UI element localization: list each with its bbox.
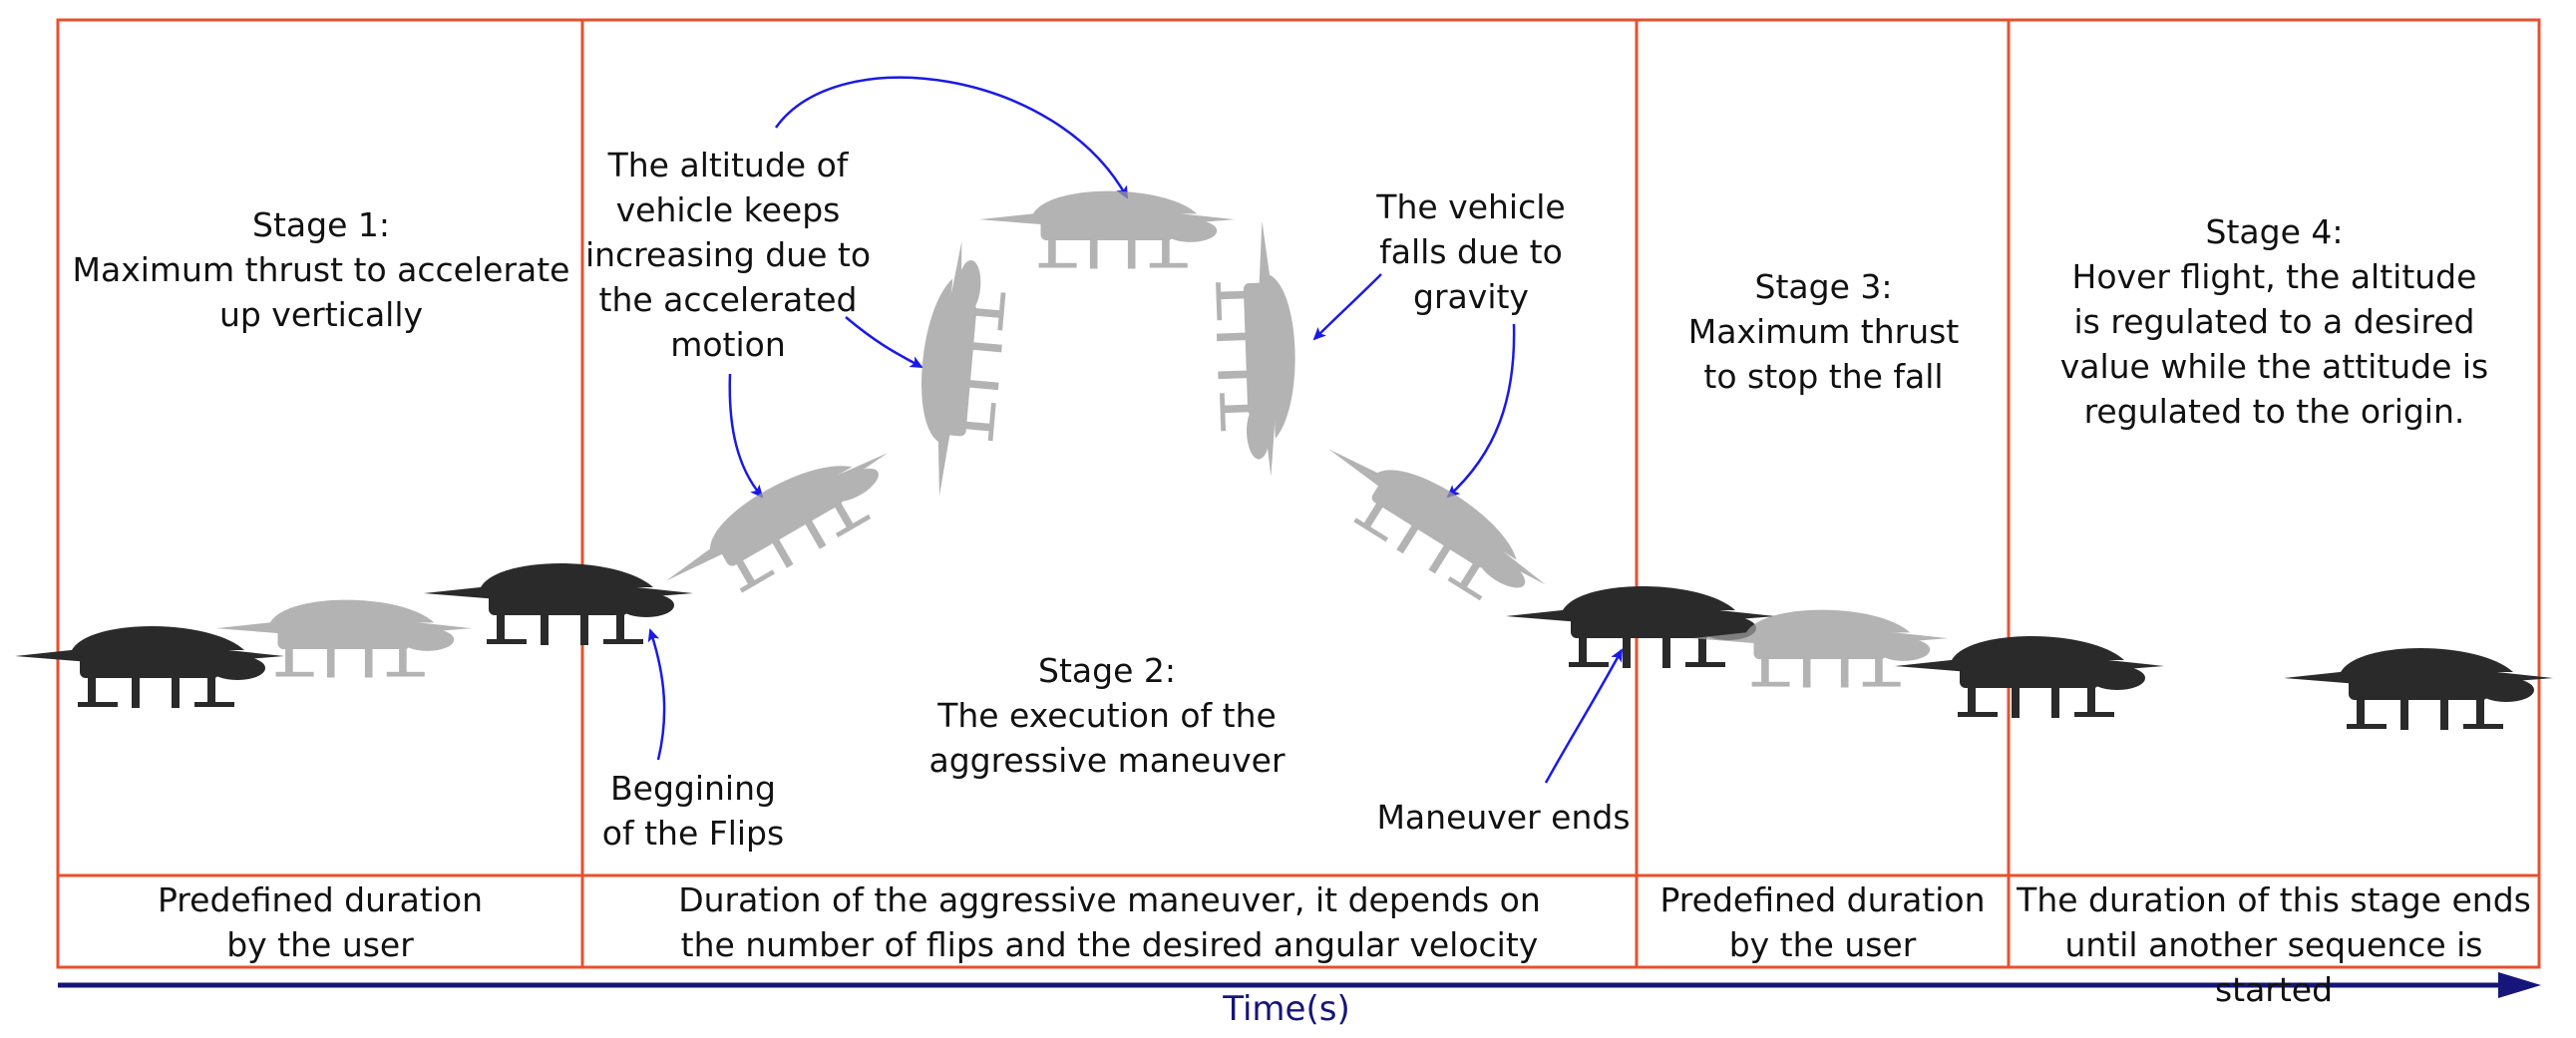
stage-grid (56, 18, 2541, 969)
arrow-icon (1312, 273, 1382, 341)
annotation-beginning-of-flips: Beggining of the Flips (601, 769, 785, 853)
annotation-maneuver-ends: Maneuver ends (1376, 798, 1631, 837)
drone-icon (1216, 220, 1295, 478)
annotation-altitude: The altitude of vehicle keeps increasing… (584, 146, 872, 364)
drone-icon (424, 563, 693, 645)
arrow-icon (647, 628, 666, 761)
time-axis (58, 972, 2541, 998)
drone-icon (215, 599, 473, 678)
drone-icon (978, 190, 1236, 269)
drone-icon (15, 626, 284, 708)
drone-icon (2284, 648, 2553, 730)
annotation-falls: The vehicle falls due to gravity (1376, 187, 1566, 316)
arrow-icon (728, 373, 764, 499)
arrow-icon (845, 316, 923, 369)
stage-4-description: Stage 4: Hover flight, the altitude is r… (2059, 212, 2489, 431)
duration-stage-4: The duration of this stage ends until an… (2017, 880, 2531, 1009)
drone-icon (1506, 586, 1775, 668)
drone-sequence (15, 190, 2553, 730)
drone-icon (1691, 609, 1949, 688)
time-axis-arrowhead-icon (2498, 972, 2541, 998)
arrow-icon (1446, 323, 1516, 499)
duration-stage-1: Predefined duration by the user (157, 880, 484, 964)
stage-1-description: Stage 1: Maximum thrust to accelerate up… (72, 205, 570, 334)
arrow-icon (774, 76, 1129, 199)
duration-stage-3: Predefined duration by the user (1659, 880, 1986, 964)
drone-icon (921, 241, 1006, 497)
drone-icon (1328, 449, 1546, 601)
arrow-icon (1544, 648, 1624, 784)
duration-stage-2: Duration of the aggressive maneuver, it … (678, 880, 1541, 964)
outer-frame (56, 18, 2541, 969)
time-axis-label: Time(s) (1223, 989, 1350, 1029)
stage-3-description: Stage 3: Maximum thrust to stop the fall (1687, 267, 1960, 396)
annotation-arrows (647, 76, 1624, 784)
stage-2-description: Stage 2: The execution of the aggressive… (928, 651, 1286, 780)
drone-icon (1895, 636, 2164, 718)
drone-icon (665, 453, 889, 593)
